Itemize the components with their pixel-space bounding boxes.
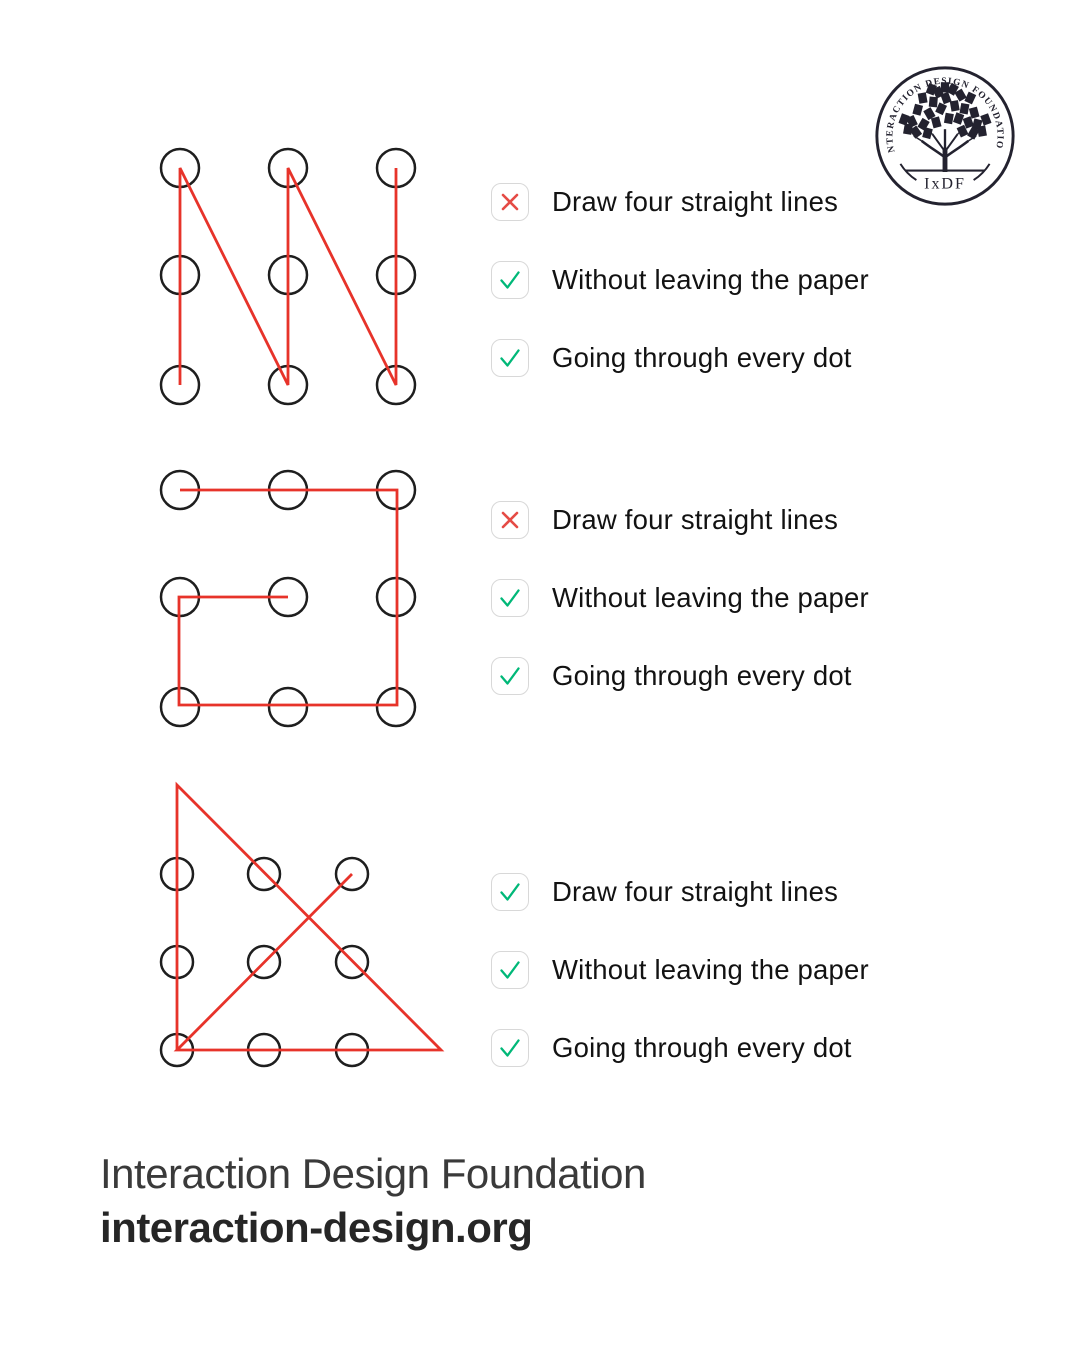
checklist-label: Going through every dot: [552, 1032, 852, 1064]
checklist-label: Draw four straight lines: [552, 876, 839, 908]
check-icon: [491, 261, 529, 299]
pen-path: [177, 488, 399, 707]
ixdf-logo: INTERACTION DESIGN FOUNDATION IxDF: [872, 63, 1015, 206]
attempt-1-five-line-zigzag: [159, 147, 417, 406]
logo-left-arc: [899, 163, 917, 181]
logo-ring: [875, 66, 1015, 206]
check-icon: [491, 657, 529, 695]
pen-path: [173, 781, 445, 1052]
check-icon: [491, 1029, 529, 1067]
dot: [267, 686, 309, 728]
footer-url: interaction-design.org: [100, 1204, 533, 1251]
footer: Interaction Design Foundation interactio…: [100, 1150, 646, 1252]
checklist-item: Going through every dot: [491, 1029, 852, 1067]
pen-path: [178, 167, 398, 386]
checklist-label: Draw four straight lines: [552, 504, 839, 536]
checklist-item: Without leaving the paper: [491, 951, 869, 989]
checklist-label: Without leaving the paper: [552, 954, 869, 986]
check-icon: [491, 579, 529, 617]
check-icon: [491, 951, 529, 989]
checklist-label: Going through every dot: [552, 342, 852, 374]
checklist-label: Going through every dot: [552, 660, 852, 692]
checklist-item: Draw four straight lines: [491, 873, 838, 911]
checklist-item: Draw four straight lines: [491, 501, 838, 539]
logo-tree-icon: [898, 82, 992, 173]
checklist-label: Draw four straight lines: [552, 186, 839, 218]
checklist-item: Draw four straight lines: [491, 183, 838, 221]
checklist-item: Without leaving the paper: [491, 261, 869, 299]
checklist-item: Going through every dot: [491, 657, 852, 695]
checklist-label: Without leaving the paper: [552, 582, 869, 614]
logo-monogram: IxDF: [924, 176, 966, 193]
dot: [246, 944, 282, 980]
cross-icon: [491, 183, 529, 221]
solution-four-lines-outside-the-box: [159, 781, 445, 1068]
dot: [334, 856, 370, 892]
checklist-item: Going through every dot: [491, 339, 852, 377]
check-icon: [491, 339, 529, 377]
check-icon: [491, 873, 529, 911]
dot: [246, 856, 282, 892]
checklist-item: Without leaving the paper: [491, 579, 869, 617]
checklist-label: Without leaving the paper: [552, 264, 869, 296]
attempt-2-five-line-spiral: [159, 469, 417, 728]
cross-icon: [491, 501, 529, 539]
footer-title: Interaction Design Foundation: [100, 1150, 646, 1197]
logo-right-arc: [973, 163, 991, 181]
dot: [334, 944, 370, 980]
